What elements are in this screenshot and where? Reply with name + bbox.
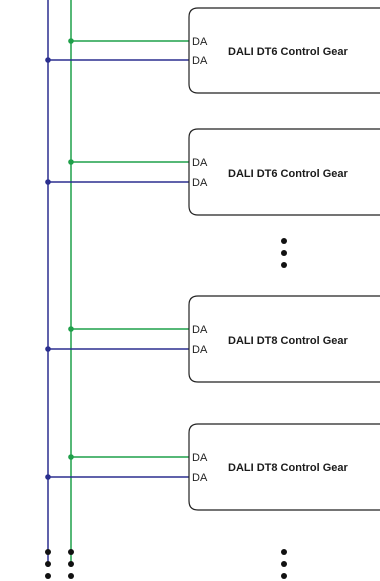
device-label-1: DALI DT6 Control Gear [228, 46, 349, 58]
port-label-bottom-2: DA [192, 177, 208, 189]
dot [45, 561, 51, 567]
continuation-dots-blue-bus [45, 549, 51, 579]
port-label-top-4: DA [192, 452, 208, 464]
dot [68, 561, 74, 567]
continuation-dots-green-bus [68, 549, 74, 579]
port-label-top-2: DA [192, 157, 208, 169]
port-label-bottom-4: DA [192, 472, 208, 484]
device-label-3: DALI DT8 Control Gear [228, 335, 349, 347]
dot [68, 573, 74, 579]
dot [281, 561, 287, 567]
device-1: DA DA DALI DT6 Control Gear [45, 7, 380, 94]
device-2: DA DA DALI DT6 Control Gear [45, 128, 380, 216]
dot [45, 573, 51, 579]
blue-junction-1 [45, 57, 51, 63]
green-junction-4 [68, 454, 74, 460]
control-gear-box-2 [188, 128, 380, 216]
blue-junction-3 [45, 346, 51, 352]
port-label-bottom-1: DA [192, 55, 208, 67]
dot [281, 262, 287, 268]
blue-junction-2 [45, 179, 51, 185]
green-junction-3 [68, 326, 74, 332]
control-gear-box-4 [188, 423, 380, 511]
dot [281, 238, 287, 244]
control-gear-box-1 [188, 7, 380, 94]
green-junction-1 [68, 38, 74, 44]
port-label-bottom-3: DA [192, 344, 208, 356]
port-label-top-3: DA [192, 324, 208, 336]
green-junction-2 [68, 159, 74, 165]
device-3: DA DA DALI DT8 Control Gear [45, 295, 380, 383]
control-gear-box-3 [188, 295, 380, 383]
continuation-dots-bottom [281, 549, 287, 579]
device-label-2: DALI DT6 Control Gear [228, 168, 349, 180]
continuation-dots-middle [281, 238, 287, 268]
dot [281, 549, 287, 555]
dot [68, 549, 74, 555]
device-label-4: DALI DT8 Control Gear [228, 462, 349, 474]
blue-junction-4 [45, 474, 51, 480]
dot [45, 549, 51, 555]
device-4: DA DA DALI DT8 Control Gear [45, 423, 380, 511]
dot [281, 573, 287, 579]
port-label-top-1: DA [192, 36, 208, 48]
dot [281, 250, 287, 256]
